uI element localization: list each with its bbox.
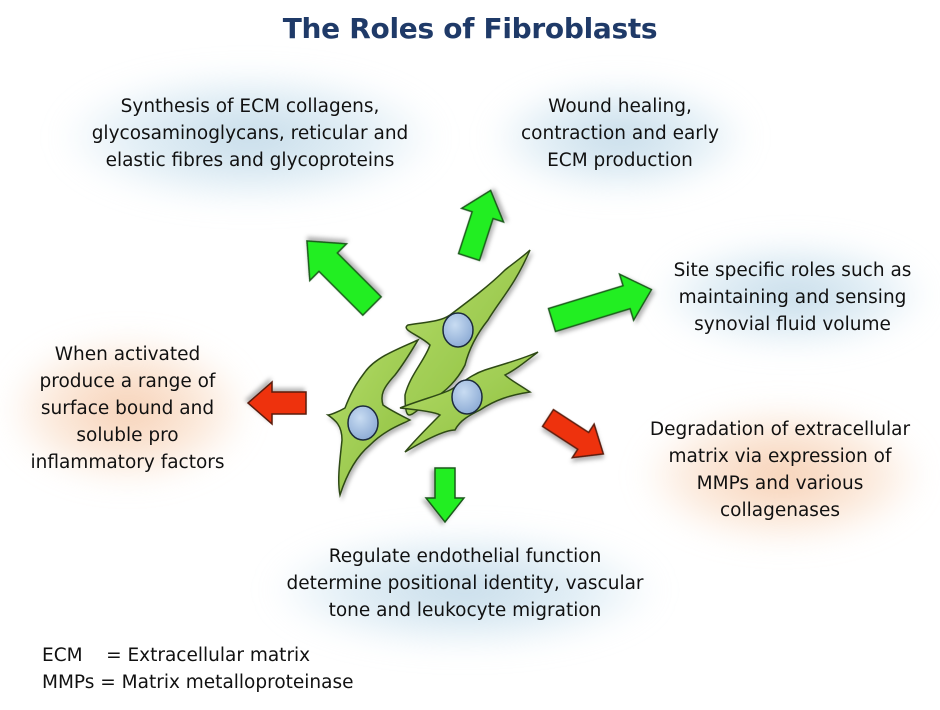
role-text-line: Regulate endothelial function	[328, 546, 602, 567]
legend-ecm: ECM = Extracellular matrix	[42, 645, 311, 666]
arrow-synthesis-icon	[306, 240, 383, 317]
role-text-line: soluble pro	[76, 425, 179, 446]
inflammatory-glow	[5, 335, 250, 485]
role-text-line: Site specific roles such as	[673, 260, 912, 281]
endothelial-glow	[270, 530, 660, 650]
role-text-line: Degradation of extracellular	[649, 419, 911, 440]
role-text-line: produce a range of	[39, 371, 216, 392]
arrow-degradation-icon	[541, 408, 605, 459]
role-text-line: contraction and early	[521, 123, 719, 144]
role-text-line: inflammatory factors	[30, 452, 225, 473]
role-text-line: determine positional identity, vascular	[286, 573, 644, 594]
arrow-inflammatory-icon	[246, 380, 307, 426]
role-degradation: Degradation of extracellular matrix via …	[630, 416, 930, 524]
role-text-line: When activated	[54, 344, 201, 365]
arrow-endothelial-icon	[424, 467, 466, 524]
site-glow	[655, 240, 930, 350]
role-text-line: ECM production	[547, 150, 693, 171]
role-text-line: collagenases	[720, 500, 840, 521]
page-title: The Roles of Fibroblasts	[282, 12, 658, 45]
role-text-line: matrix via expression of	[668, 446, 892, 467]
nucleus-left	[347, 405, 379, 441]
role-text-line: synovial fluid volume	[694, 314, 891, 335]
wound-glow	[490, 80, 750, 195]
nucleus-right	[451, 379, 483, 415]
role-text-line: Synthesis of ECM collagens,	[120, 96, 380, 117]
abbreviation-legend: ECM = Extracellular matrix MMPs = Matrix…	[42, 642, 354, 696]
role-text-line: Wound healing,	[548, 96, 692, 117]
legend-mmps: MMPs = Matrix metalloproteinase	[42, 672, 354, 693]
role-site-specific: Site specific roles such as maintaining …	[655, 257, 930, 338]
role-text-line: maintaining and sensing	[678, 287, 907, 308]
nucleus-top	[442, 312, 474, 348]
degradation-glow	[640, 405, 925, 545]
role-synthesis: Synthesis of ECM collagens, glycosaminog…	[60, 93, 440, 174]
role-text-line: MMPs and various	[696, 473, 864, 494]
synthesis-glow	[60, 70, 440, 205]
role-text-line: surface bound and	[40, 398, 215, 419]
role-endothelial: Regulate endothelial function determine …	[265, 543, 665, 624]
role-wound-healing: Wound healing, contraction and early ECM…	[490, 93, 750, 174]
arrow-wound-icon	[457, 189, 505, 262]
arrow-site-icon	[547, 272, 653, 333]
role-text-line: elastic fibres and glycoproteins	[105, 150, 395, 171]
role-text-line: glycosaminoglycans, reticular and	[91, 123, 409, 144]
fibroblast-cells-icon	[325, 249, 539, 498]
role-text-line: tone and leukocyte migration	[328, 600, 602, 621]
role-inflammatory: When activated produce a range of surfac…	[5, 341, 250, 476]
